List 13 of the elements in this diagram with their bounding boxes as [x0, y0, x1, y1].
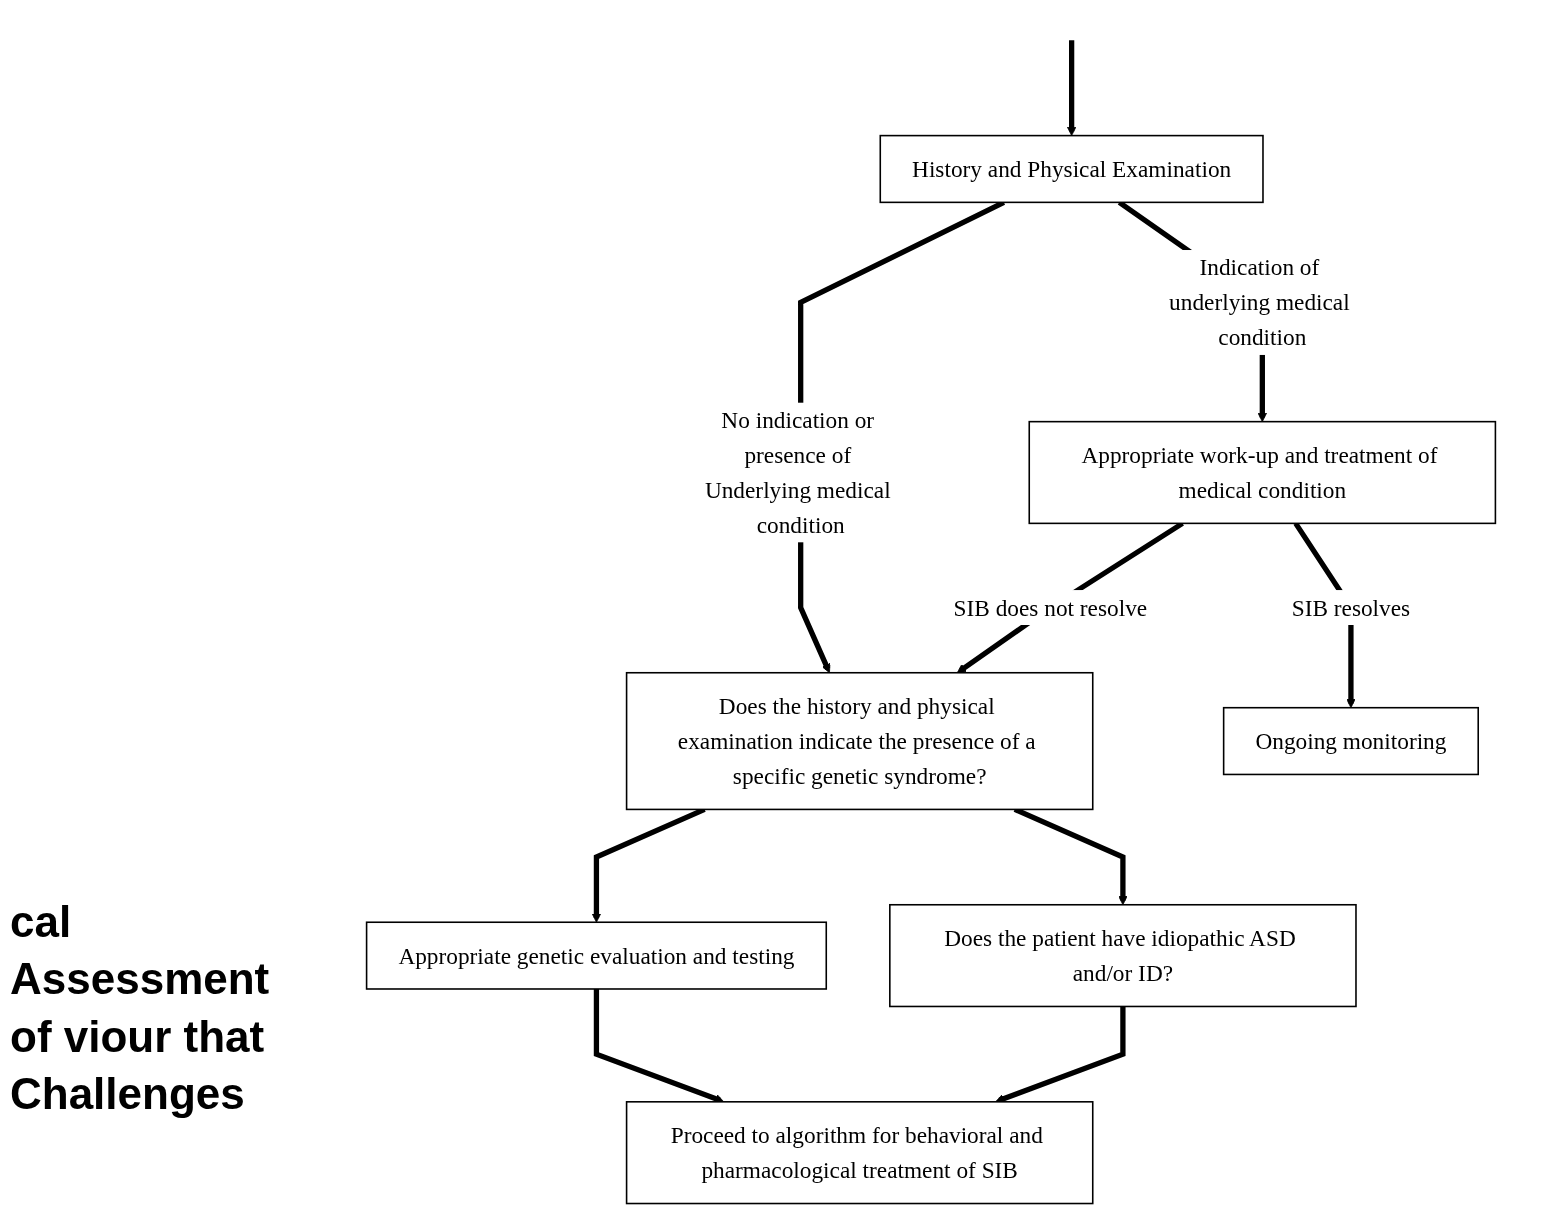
node-box: History and Physical Examination: [879, 134, 1264, 204]
title: cal Assessment of viour that Challenges: [10, 896, 271, 1120]
edge-label: No indication or presence of Underlying medical condition: [704, 406, 891, 539]
node-box: Appropriate work-up and treatment of medical condition: [1028, 420, 1497, 525]
edge-label: Indication of underlying medical condition: [1169, 254, 1350, 351]
node-box: Ongoing monitoring: [1222, 706, 1479, 776]
edge-label: SIB does not resolve: [953, 594, 1148, 621]
node-box: Proceed to algorithm for behavioral and pharmacological treatment of SIB: [625, 1101, 1094, 1205]
arrow: [1066, 40, 1077, 137]
edge-label: SIB resolves: [1291, 594, 1411, 621]
node-box: Appropriate genetic evaluation and testing: [365, 921, 828, 990]
node-box: Does the history and physical examination indicate the presence of a specific genetic syndrome?: [625, 671, 1094, 811]
node-box: Does the patient have idiopathic ASD and/or ID?: [889, 903, 1357, 1008]
